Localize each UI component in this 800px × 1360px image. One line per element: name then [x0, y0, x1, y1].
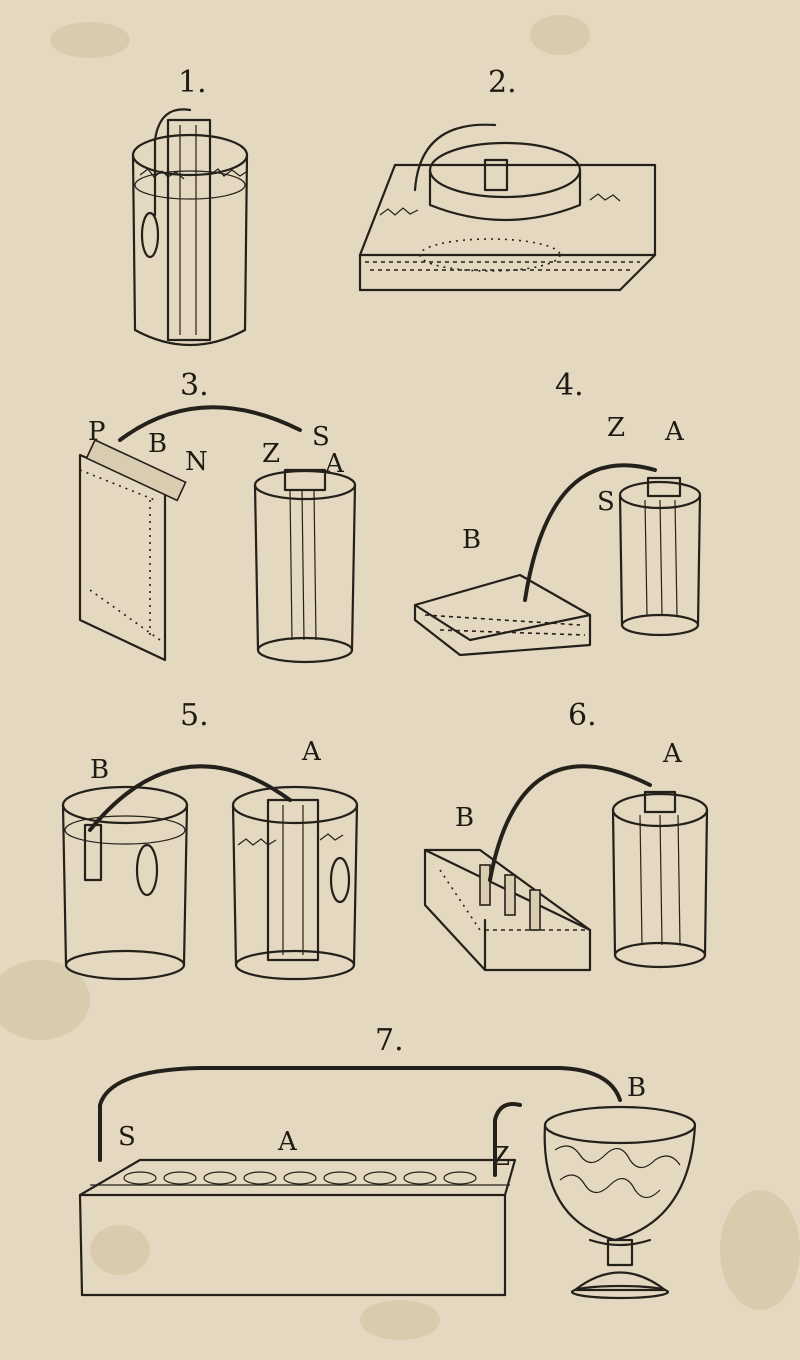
plates-row	[123, 1171, 477, 1185]
figure-number: 6.	[568, 698, 597, 733]
figure-number: 3.	[180, 368, 209, 403]
label-A: A	[301, 737, 322, 767]
label-B: B	[462, 525, 481, 555]
figure-number: 7.	[375, 1023, 404, 1058]
figure-number: 4.	[555, 368, 584, 403]
label-A: A	[277, 1127, 298, 1157]
figure-4: 4. Z A S B	[413, 368, 702, 657]
label-Z: Z	[607, 413, 625, 443]
figure-number: 1.	[178, 65, 207, 100]
figure-number: 2.	[488, 65, 517, 100]
figure-3: 3. P B N Z S A	[78, 368, 357, 664]
paper-stains	[0, 15, 800, 1340]
figure-2: 2.	[358, 65, 657, 292]
label-P: P	[88, 417, 106, 447]
label-N: N	[185, 447, 208, 477]
label-S: S	[312, 422, 330, 452]
label-A: A	[664, 417, 685, 447]
label-B: B	[455, 803, 474, 833]
label-A: A	[662, 739, 683, 769]
label-A: A	[324, 449, 345, 479]
figure-6: 6. A B	[423, 698, 709, 972]
label-Z: Z	[262, 439, 280, 469]
label-B: B	[90, 755, 109, 785]
label-B: B	[627, 1073, 646, 1103]
ornate-vase	[543, 1105, 697, 1300]
figure-7: 7. B S A Z	[78, 1023, 697, 1300]
figure-5: 5. B A	[61, 698, 359, 981]
figure-number: 5.	[180, 698, 209, 733]
figure-1: 1.	[131, 65, 249, 346]
label-S: S	[597, 487, 615, 517]
label-S: S	[118, 1122, 136, 1152]
label-B: B	[148, 429, 167, 459]
